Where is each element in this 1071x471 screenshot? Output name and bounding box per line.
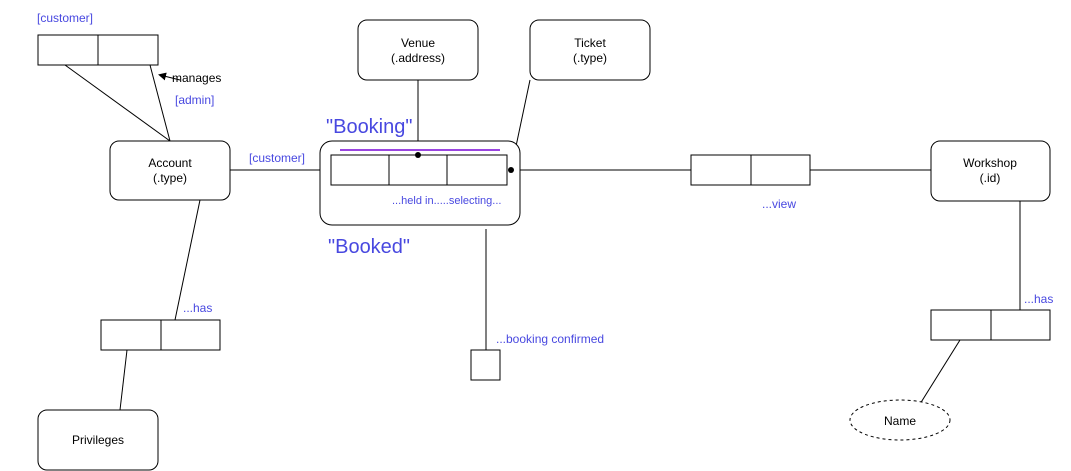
entity-privileges[interactable]: Privileges: [37, 409, 159, 471]
privileges-name: Privileges: [72, 433, 124, 447]
manages-arrow: [158, 72, 181, 81]
attribute-name[interactable]: Name: [849, 399, 951, 441]
booking-container: [319, 140, 521, 226]
entity-account[interactable]: Account (.type): [109, 140, 231, 201]
venue-name: Venue: [401, 36, 435, 50]
connector-lines: [64, 64, 1021, 411]
label-held-selecting: ...held in.....selecting...: [392, 195, 501, 207]
line-account-has: [174, 199, 201, 321]
booking-cell-2: [388, 154, 448, 186]
booking-cell-1: [330, 154, 390, 186]
label-booked: "Booked": [328, 236, 410, 258]
entity-workshop[interactable]: Workshop (.id): [930, 140, 1051, 202]
relationship-view: [690, 154, 811, 186]
account-name: Account: [148, 156, 192, 170]
label-booking: "Booking": [326, 116, 412, 138]
account-attr: (.type): [153, 171, 187, 185]
label-view: ...view: [762, 197, 796, 211]
workshop-attr: (.id): [980, 171, 1001, 185]
relationship-customer-admin: [37, 34, 159, 66]
booking-cell-3: [446, 154, 508, 186]
ticket-connector-dot: [508, 167, 514, 173]
line-has-privileges: [119, 349, 128, 411]
booking-confirmed-box: [470, 349, 501, 381]
ticket-attr: (.type): [573, 51, 607, 65]
ticket-name: Ticket: [574, 36, 606, 50]
name-attr-label: Name: [884, 414, 916, 428]
label-customer-mid: [customer]: [249, 151, 305, 165]
line-customer-account: [64, 64, 171, 142]
relationship-workshop-has: [930, 309, 1051, 341]
entity-ticket[interactable]: Ticket (.type): [529, 19, 651, 81]
label-customer-top: [customer]: [37, 11, 93, 25]
label-manages: manages: [172, 71, 221, 85]
entity-venue[interactable]: Venue (.address): [357, 19, 479, 81]
venue-attr: (.address): [391, 51, 445, 65]
label-has-account: ...has: [183, 301, 212, 315]
label-admin: [admin]: [175, 93, 214, 107]
label-has-workshop: ...has: [1024, 292, 1053, 306]
relationship-account-has: [100, 319, 221, 351]
venue-connector-dot: [415, 152, 421, 158]
workshop-name: Workshop: [963, 156, 1017, 170]
label-booking-confirmed: ...booking confirmed: [496, 332, 604, 346]
line-has-name: [919, 339, 961, 405]
line-admin-account: [149, 64, 171, 142]
